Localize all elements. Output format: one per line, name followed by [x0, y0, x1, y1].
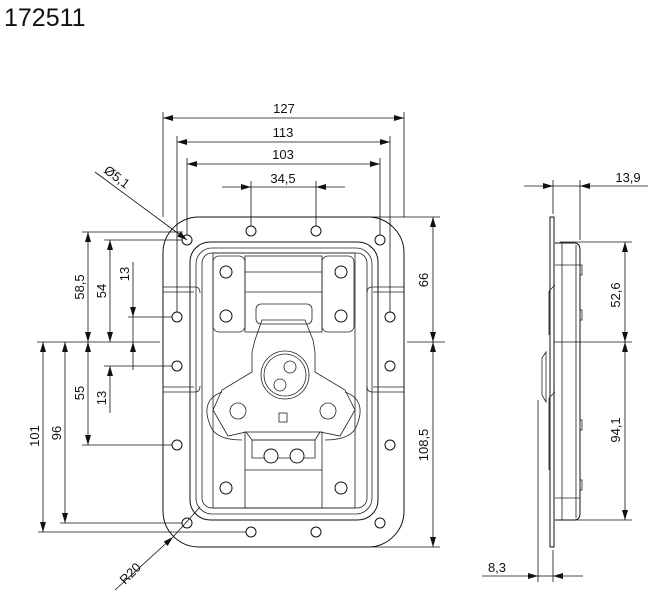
dim-13-9: 13,9: [615, 170, 640, 185]
dim-127: 127: [273, 101, 295, 116]
side-view-latch: [541, 216, 585, 548]
dim-8-3: 8,3: [488, 560, 506, 575]
dim-58-5: 58,5: [72, 274, 87, 299]
dim-34-5: 34,5: [270, 171, 295, 186]
dim-hole-diameter: Ø5,1: [101, 162, 133, 191]
dim-corner-radius: R20: [117, 560, 144, 587]
dim-52-6: 52,6: [608, 282, 623, 307]
dim-55: 55: [72, 386, 87, 400]
dim-54: 54: [94, 284, 109, 298]
dim-103: 103: [272, 147, 294, 162]
dim-66: 66: [416, 273, 431, 287]
dim-96: 96: [49, 426, 64, 440]
part-number-title: 172511: [4, 4, 86, 32]
logo-mark-icon: [278, 412, 288, 423]
dim-101: 101: [27, 425, 42, 447]
dim-13-lower: 13: [94, 391, 109, 405]
front-view-latch: [37, 216, 445, 548]
dim-13-upper: 13: [117, 267, 132, 281]
dim-94-1: 94,1: [608, 417, 623, 442]
mounting-holes: [171, 225, 396, 538]
dim-108-5: 108,5: [416, 429, 431, 462]
dim-113: 113: [273, 125, 294, 140]
